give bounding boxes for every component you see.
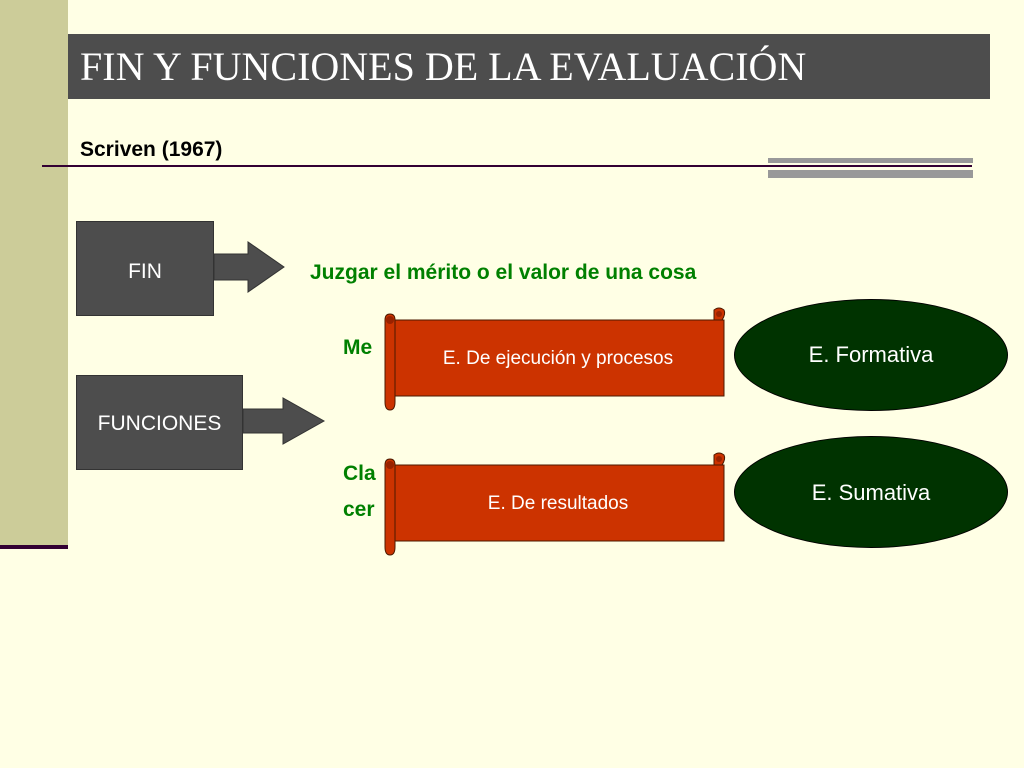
sidebar-decoration: [0, 0, 68, 548]
fin-arrow: [213, 241, 285, 293]
funcion-mejora-text: Me: [343, 336, 373, 359]
fin-description: Juzgar el mérito o el valor de una cosa: [310, 261, 697, 284]
funciones-arrow: [242, 397, 326, 445]
scroll-resultados: [384, 452, 726, 556]
divider-line: [42, 165, 972, 167]
funciones-box: FUNCIONES: [76, 375, 243, 470]
subtitle: Scriven (1967): [80, 138, 223, 161]
divider-decoration-top: [768, 158, 973, 163]
sidebar-underline: [0, 545, 68, 549]
funcion-clasificacion-text-1: Cla: [343, 462, 376, 485]
oval-sumativa: E. Sumativa: [734, 436, 1008, 548]
funcion-clasificacion-text-2: cer: [343, 498, 375, 521]
fin-label: FIN: [128, 260, 162, 283]
page-title: FIN Y FUNCIONES DE LA EVALUACIÓN: [68, 34, 990, 99]
scroll-ejecucion-label: E. De ejecución y procesos: [442, 348, 674, 369]
scroll-ejecucion: [384, 307, 726, 411]
oval-formativa: E. Formativa: [734, 299, 1008, 411]
scroll-resultados-label: E. De resultados: [487, 493, 629, 514]
oval-sumativa-label: E. Sumativa: [811, 480, 931, 505]
fin-box: FIN: [76, 221, 214, 316]
funciones-label: FUNCIONES: [97, 412, 222, 435]
oval-formativa-label: E. Formativa: [808, 342, 934, 367]
divider-decoration-bottom: [768, 170, 973, 178]
